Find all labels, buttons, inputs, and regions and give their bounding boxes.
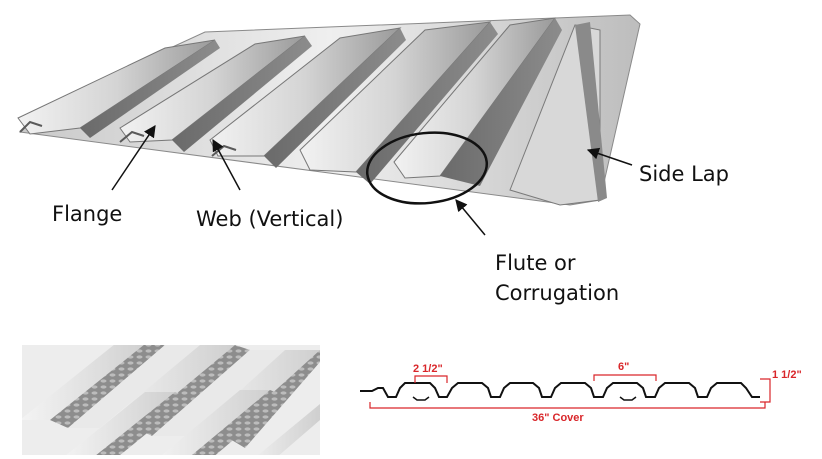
- rib-width-dim: [414, 375, 448, 383]
- deck-panel-3d: [17, 14, 641, 206]
- depth-label: 1 1/2": [772, 369, 802, 381]
- pitch-label: 6": [618, 361, 629, 373]
- flute-label-line1: Flute or: [495, 251, 576, 275]
- dimension-lines: [369, 374, 771, 409]
- pitch-dim: [593, 374, 657, 381]
- flute-arrow: [455, 199, 486, 236]
- deck-profile-line: [360, 382, 760, 398]
- web-label: Web (Vertical): [196, 207, 343, 231]
- flange-arrow: [111, 125, 156, 191]
- rib-width-label: 2 1/2": [413, 363, 443, 375]
- cellular-deck-render: [22, 345, 320, 455]
- deck-profile-section: [360, 382, 760, 401]
- flute-label-line2: Corrugation: [495, 281, 619, 305]
- flute-callout-circle: [365, 131, 489, 205]
- web-arrow: [212, 138, 241, 191]
- cover-label: 36" Cover: [532, 412, 584, 424]
- depth-dim: [760, 378, 771, 403]
- flange-label: Flange: [52, 202, 122, 226]
- cover-dim: [369, 402, 766, 409]
- side-lap-label: Side Lap: [639, 162, 729, 186]
- side-lap-arrow: [586, 147, 633, 166]
